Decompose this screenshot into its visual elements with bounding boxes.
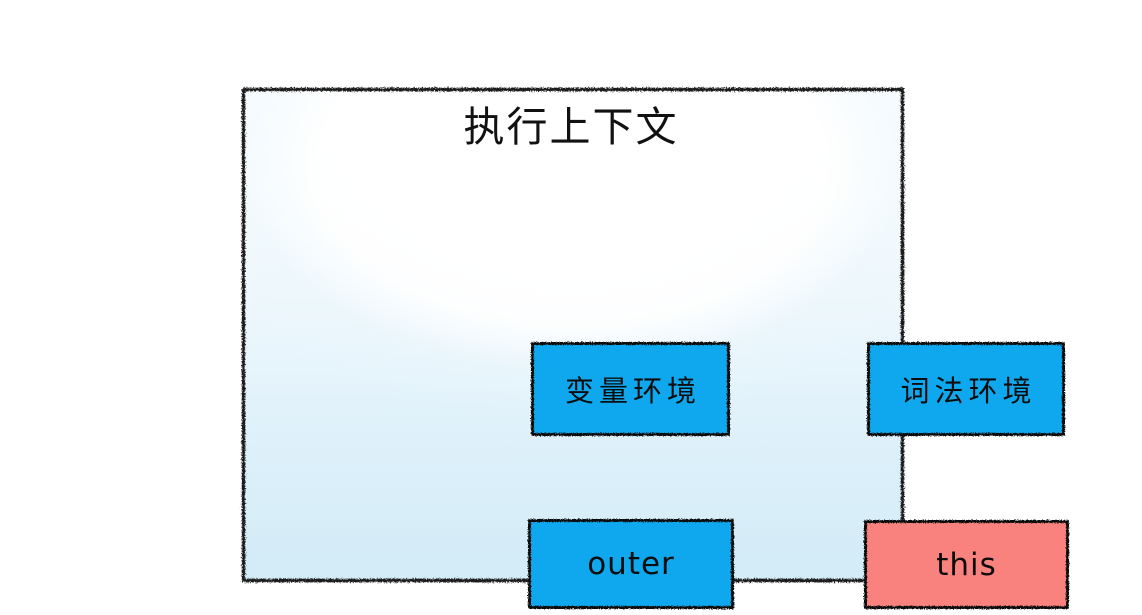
node-label: outer (587, 546, 675, 582)
node-lexical-environment[interactable]: 词法环境 (867, 342, 1065, 436)
node-variable-environment[interactable]: 变量环境 (531, 342, 730, 436)
node-label: 变量环境 (564, 374, 701, 408)
diagram-title: 执行上下文 (463, 103, 679, 151)
node-this[interactable]: this (864, 520, 1069, 609)
node-label: 词法环境 (900, 374, 1037, 408)
node-label: this (936, 546, 997, 583)
node-outer[interactable]: outer (528, 519, 734, 609)
container-background (243, 89, 903, 581)
execution-context-container: 变量环境 词法环境 outer this (241, 87, 1069, 609)
